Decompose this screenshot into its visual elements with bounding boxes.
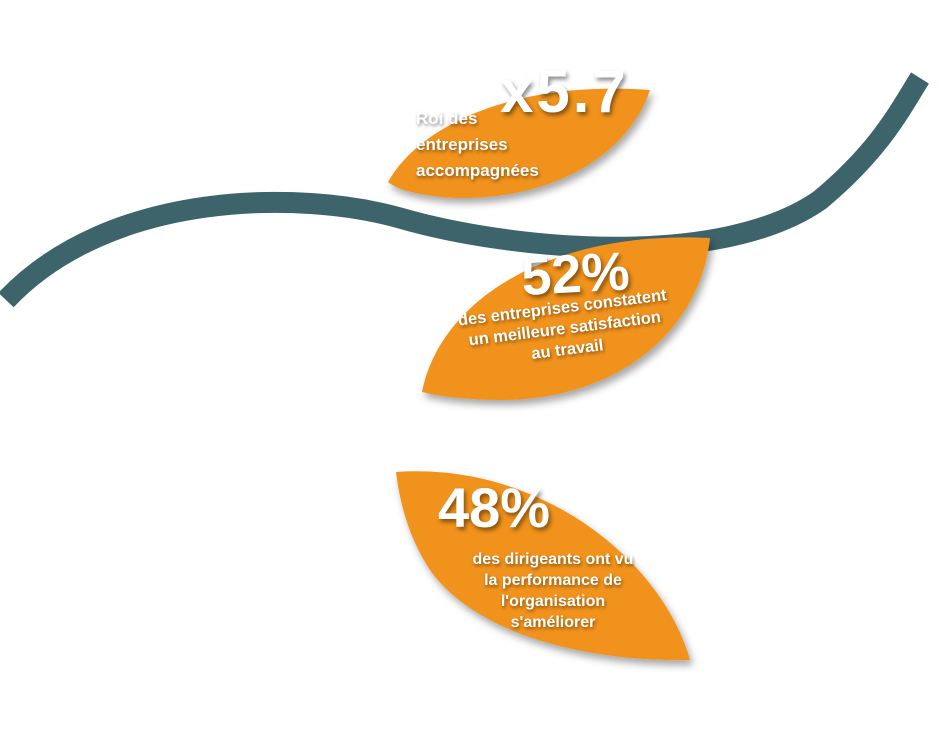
stat-performance-value: 48% [438,476,551,539]
stat-roi-caption: Roi des entreprises accompagnées [416,106,539,184]
leaf-roi [388,88,650,199]
caption-line: des dirigeants ont vu [472,551,634,568]
leaf-satisfaction [422,237,710,400]
caption-line: l'organisation [500,593,606,610]
stat-roi-value: x5.7 [500,58,629,125]
leaf-performance [396,471,690,661]
caption-line: accompagnées [416,161,539,180]
stat-performance-caption: des dirigeants ont vu la performance de … [458,549,648,633]
wave-stripe [0,72,929,308]
caption-line: la performance de [484,572,622,589]
caption-line: entreprises [416,135,508,154]
caption-line: Roi des [416,109,478,128]
caption-line: s'améliorer [510,614,596,631]
